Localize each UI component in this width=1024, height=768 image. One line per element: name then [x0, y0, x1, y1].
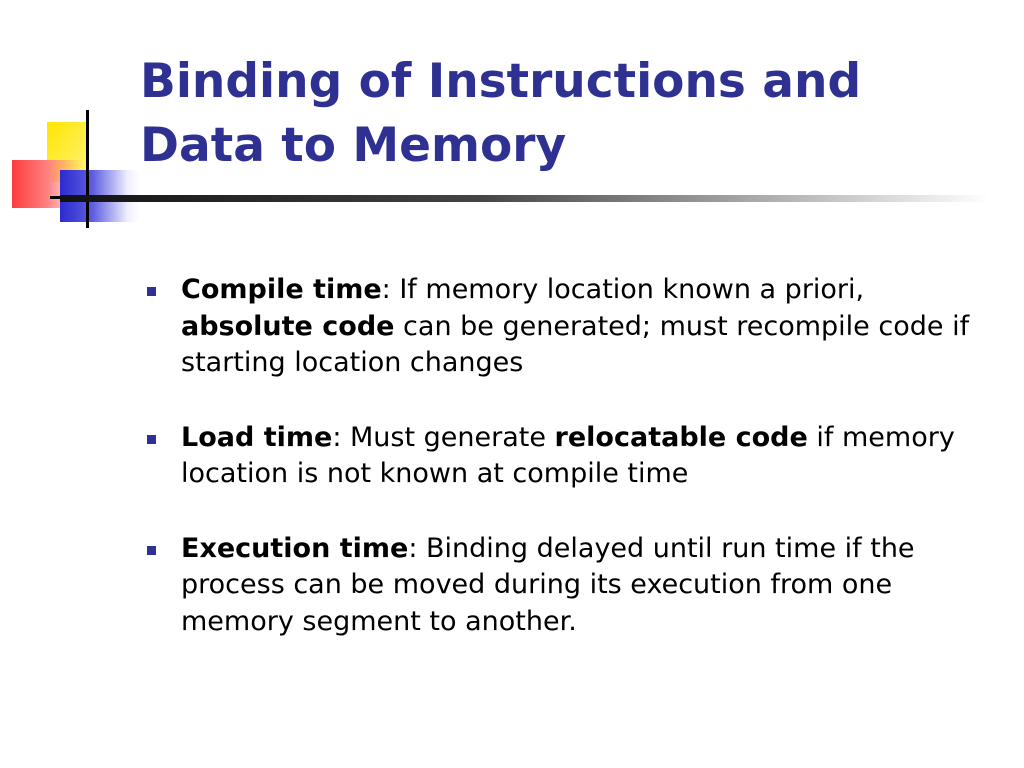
bullet-text: can be generated; must recompile code if… [181, 310, 970, 379]
bullet-term: Execution time [181, 532, 409, 564]
logo-vertical-line [86, 110, 89, 228]
bullet-separator: : [408, 532, 427, 564]
bullet-execution-time: Execution time: Binding delayed until ru… [145, 531, 985, 641]
bullet-separator: : [332, 421, 350, 453]
bullet-text: if memory location is not known at compi… [181, 421, 955, 490]
decorative-logo [0, 100, 160, 240]
bullet-compile-time: Compile time: If memory location known a… [145, 272, 985, 382]
slide-title: Binding of Instructions and Data to Memo… [140, 54, 862, 173]
bullet-text: Binding delayed until run time if the pr… [181, 532, 915, 637]
bullet-text: Must generate [350, 421, 555, 453]
title-underline [60, 195, 990, 202]
bullet-term: Load time [181, 421, 333, 453]
bullet-bold-phrase: relocatable code [554, 421, 808, 453]
bullet-square-icon [147, 545, 156, 555]
bullet-load-time: Load time: Must generate relocatable cod… [145, 420, 985, 493]
bullet-text: If memory location known a priori, [399, 274, 865, 305]
bullet-square-icon [147, 434, 156, 444]
bullet-term: Compile time [181, 274, 382, 305]
bullet-square-icon [147, 287, 156, 296]
bullet-bold-phrase: absolute code [181, 310, 395, 342]
bullet-separator: : [381, 274, 400, 305]
bullet-list: Compile time: If memory location known a… [145, 272, 985, 678]
